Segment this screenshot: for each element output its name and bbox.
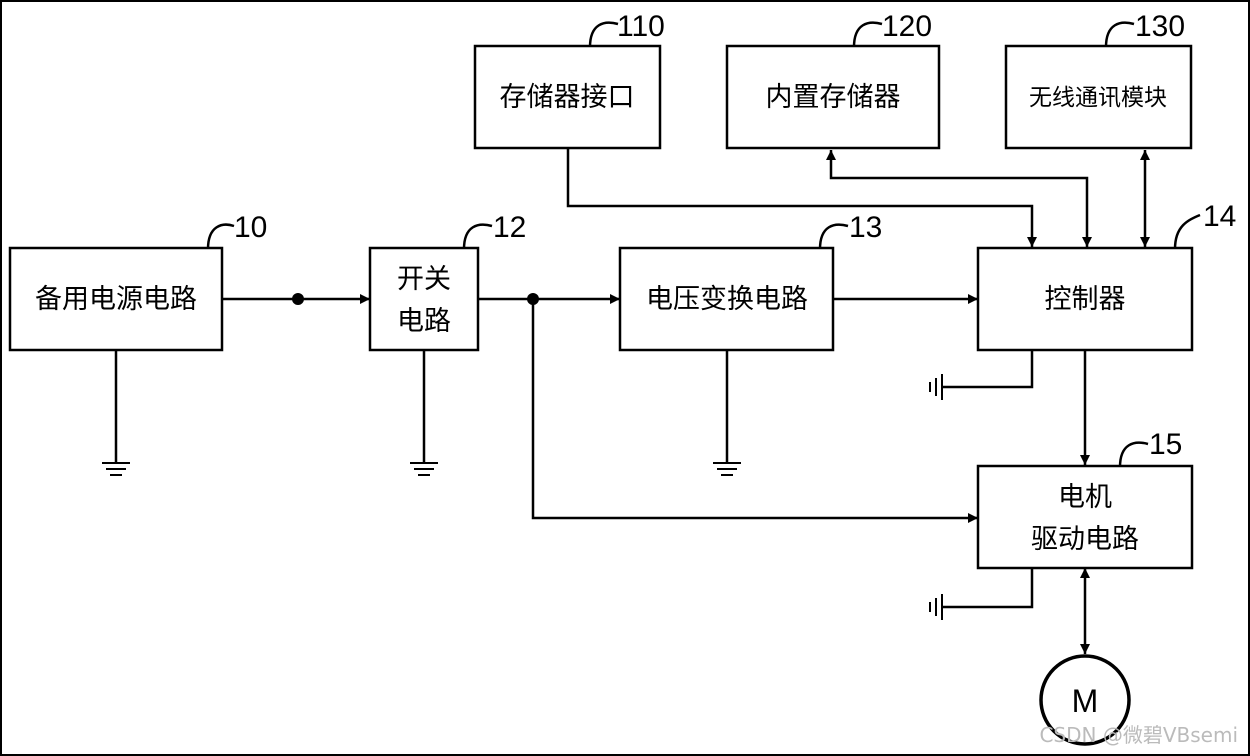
wire-switch-to-motor-driver	[531, 299, 978, 523]
block-backup-power: 备用电源电路	[8, 246, 224, 352]
block-voltage-converter: 电压变换电路	[618, 246, 835, 352]
motor-label: M	[1072, 683, 1099, 719]
ref-10-label: 10	[234, 211, 267, 244]
ref-110: 110	[588, 10, 665, 48]
block-motor-driver: 电机 驱动电路	[976, 464, 1194, 570]
block-motor-driver-label-1: 电机	[1058, 482, 1112, 513]
ref-13-label: 13	[849, 211, 882, 244]
watermark: CSDN @微碧VBsemi	[1039, 723, 1238, 747]
ref-12-label: 12	[493, 211, 526, 244]
ref-10: 10	[206, 211, 267, 250]
ref-15: 15	[1118, 428, 1182, 468]
motor-symbol: M	[1039, 654, 1131, 746]
ref-14: 14	[1173, 200, 1236, 250]
ground-symbol-converter	[713, 350, 741, 476]
block-backup-power-label: 备用电源电路	[35, 284, 197, 315]
block-controller: 控制器	[976, 246, 1194, 352]
ref-14-label: 14	[1203, 200, 1236, 233]
block-switch-label-2: 电路	[397, 306, 451, 337]
block-motor-driver-label-2: 驱动电路	[1031, 524, 1139, 555]
block-storage-interface-label: 存储器接口	[500, 82, 635, 113]
ref-120: 120	[852, 10, 932, 48]
block-wireless-module: 无线通讯模块	[1004, 44, 1193, 150]
block-voltage-converter-label: 电压变换电路	[646, 284, 808, 315]
ref-13: 13	[818, 211, 882, 250]
ground-symbol-switch	[410, 350, 438, 476]
ref-130-label: 130	[1135, 10, 1185, 43]
ground-symbol-controller	[929, 350, 1034, 400]
ref-12: 12	[462, 211, 526, 250]
ref-110-label: 110	[617, 10, 665, 43]
block-internal-storage: 内置存储器	[725, 44, 941, 150]
block-internal-storage-label: 内置存储器	[766, 82, 901, 113]
ref-130: 130	[1104, 10, 1185, 48]
ground-symbol-backup	[102, 350, 130, 476]
block-switch-label-1: 开关	[397, 264, 451, 295]
ref-15-label: 15	[1149, 428, 1182, 461]
block-switch: 开关 电路	[368, 246, 480, 352]
wire-storage-interface-to-controller	[566, 148, 1037, 247]
block-controller-label: 控制器	[1045, 284, 1126, 315]
block-storage-interface: 存储器接口	[473, 44, 662, 150]
junction-dot-1	[292, 293, 304, 305]
ref-120-label: 120	[882, 10, 932, 43]
block-wireless-module-label: 无线通讯模块	[1029, 85, 1167, 111]
wire-internal-storage-to-controller	[826, 150, 1092, 247]
ground-symbol-motor-driver	[929, 568, 1034, 620]
